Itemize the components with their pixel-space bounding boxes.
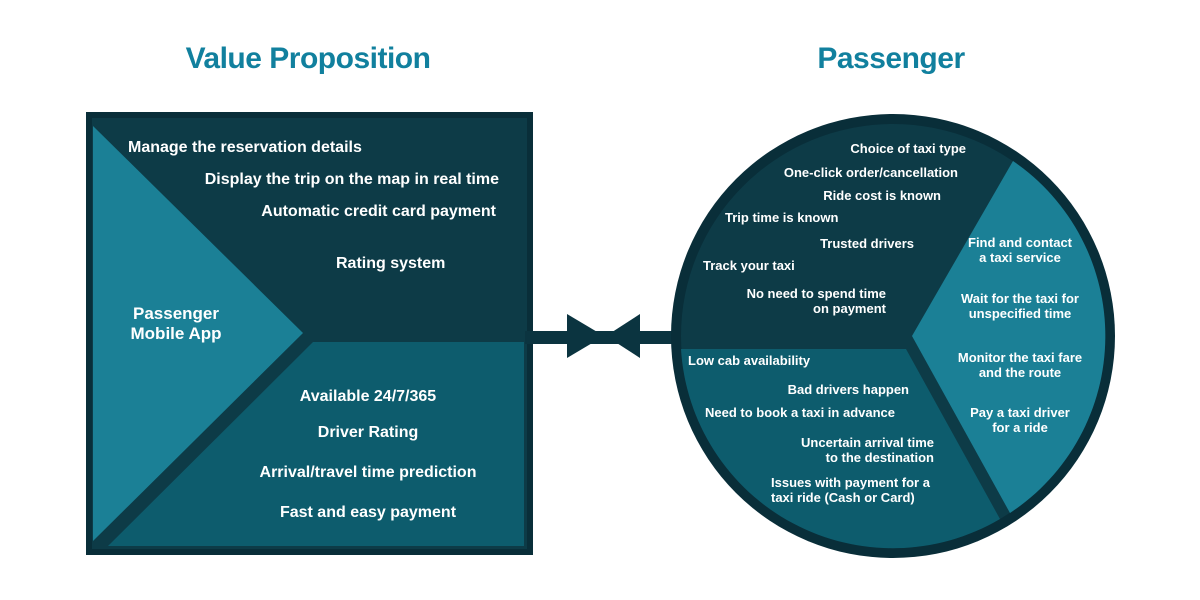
gain-item: One-click order/cancellation bbox=[783, 165, 958, 180]
pains-sector bbox=[681, 349, 1000, 549]
app-feature-item: Driver Rating bbox=[317, 424, 419, 441]
app-feature-item: Available 24/7/365 bbox=[299, 388, 437, 405]
jobs-sector bbox=[912, 161, 1106, 513]
gain-item: Trip time is known bbox=[725, 210, 839, 225]
gain-item: Trusted drivers bbox=[820, 236, 914, 251]
features-panel bbox=[108, 342, 524, 546]
job-item: Pay a taxi driver for a ride bbox=[970, 405, 1070, 436]
app-feature-item: Arrival/travel time prediction bbox=[259, 464, 477, 481]
arrow-right-icon bbox=[567, 314, 604, 358]
mobile-app-arrow bbox=[93, 126, 303, 541]
gain-item: No need to spend time on payment bbox=[746, 286, 886, 317]
job-item: Monitor the taxi fare and the route bbox=[957, 350, 1083, 381]
value-proposition-title: Value Proposition bbox=[185, 42, 431, 75]
value-item: Automatic credit card payment bbox=[261, 203, 496, 220]
pain-item: Low cab availability bbox=[688, 353, 811, 368]
pain-item: Need to book a taxi in advance bbox=[705, 405, 895, 420]
pain-item: Issues with payment for a taxi ride (Cas… bbox=[771, 475, 930, 506]
value-item: Manage the reservation details bbox=[128, 139, 362, 156]
arrow-left-icon bbox=[606, 314, 640, 358]
gain-item: Track your taxi bbox=[703, 258, 795, 273]
mobile-app-label: Passenger Mobile App bbox=[130, 304, 222, 343]
gain-item: Ride cost is known bbox=[823, 188, 941, 203]
gain-item: Choice of taxi type bbox=[850, 141, 966, 156]
value-item: Display the trip on the map in real time bbox=[204, 171, 499, 188]
pain-item: Bad drivers happen bbox=[787, 382, 909, 397]
pain-item: Uncertain arrival time to the destinatio… bbox=[801, 435, 934, 466]
value-item: Rating system bbox=[336, 255, 446, 272]
app-feature-item: Fast and easy payment bbox=[279, 504, 457, 521]
job-item: Wait for the taxi for unspecified time bbox=[961, 291, 1079, 322]
job-item: Find and contact a taxi service bbox=[968, 235, 1072, 266]
passenger-title: Passenger bbox=[817, 42, 965, 75]
